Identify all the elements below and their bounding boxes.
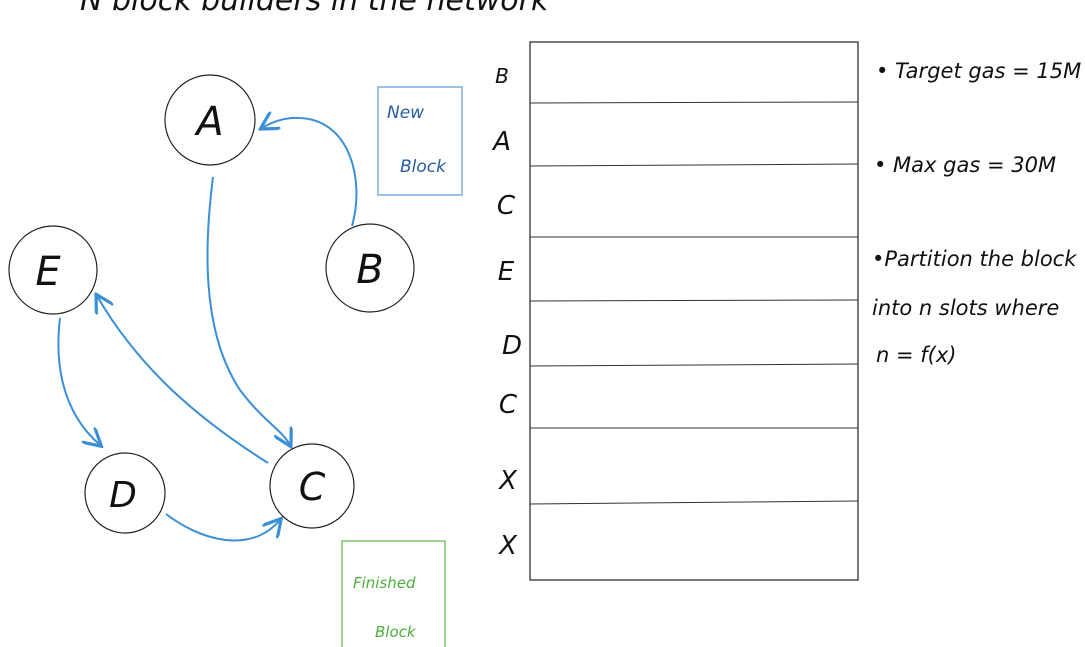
arrow-b-to-a [262,118,358,227]
node-e-label: E [35,249,61,295]
new-block-label-2: Block [400,157,447,177]
slot-label: E [498,257,515,287]
slot-label: B [495,64,509,88]
slot-label: C [497,191,516,221]
finished-block-label-1: Finished [353,574,416,592]
node-c: C [269,443,355,529]
arrow-a-to-c [206,176,290,445]
new-block-label-1: New [387,103,424,123]
finished-block-box: Finished Block [341,540,446,647]
slot-label: D [502,331,522,361]
note-partition-3: n = f(x) [876,343,956,367]
node-a-label: A [193,99,223,145]
arrow-d-to-c [165,513,280,542]
arrow-e-to-d [57,317,100,445]
heading: N block builders in the network [80,0,550,18]
note-partition-1: •Partition the block [872,247,1077,271]
block-slots-table: B A C E D C X X [491,41,859,581]
node-e: E [8,225,98,315]
note-target-gas: • Target gas = 15M [876,59,1081,83]
arrow-c-to-e [97,296,269,464]
slot-label: X [497,531,518,561]
node-b-label: B [356,247,383,293]
node-d: D [84,452,166,534]
node-c-label: C [299,465,326,509]
node-d-label: D [109,475,137,516]
slot-label: A [491,127,511,157]
slot-label: C [499,390,518,420]
note-max-gas: • Max gas = 30M [874,153,1056,177]
node-b: B [325,223,415,313]
slot-label: X [497,466,518,496]
note-partition-2: into n slots where [872,296,1059,320]
finished-block-label-2: Block [375,623,417,641]
new-block-box: New Block [377,86,463,196]
node-a: A [164,74,256,166]
